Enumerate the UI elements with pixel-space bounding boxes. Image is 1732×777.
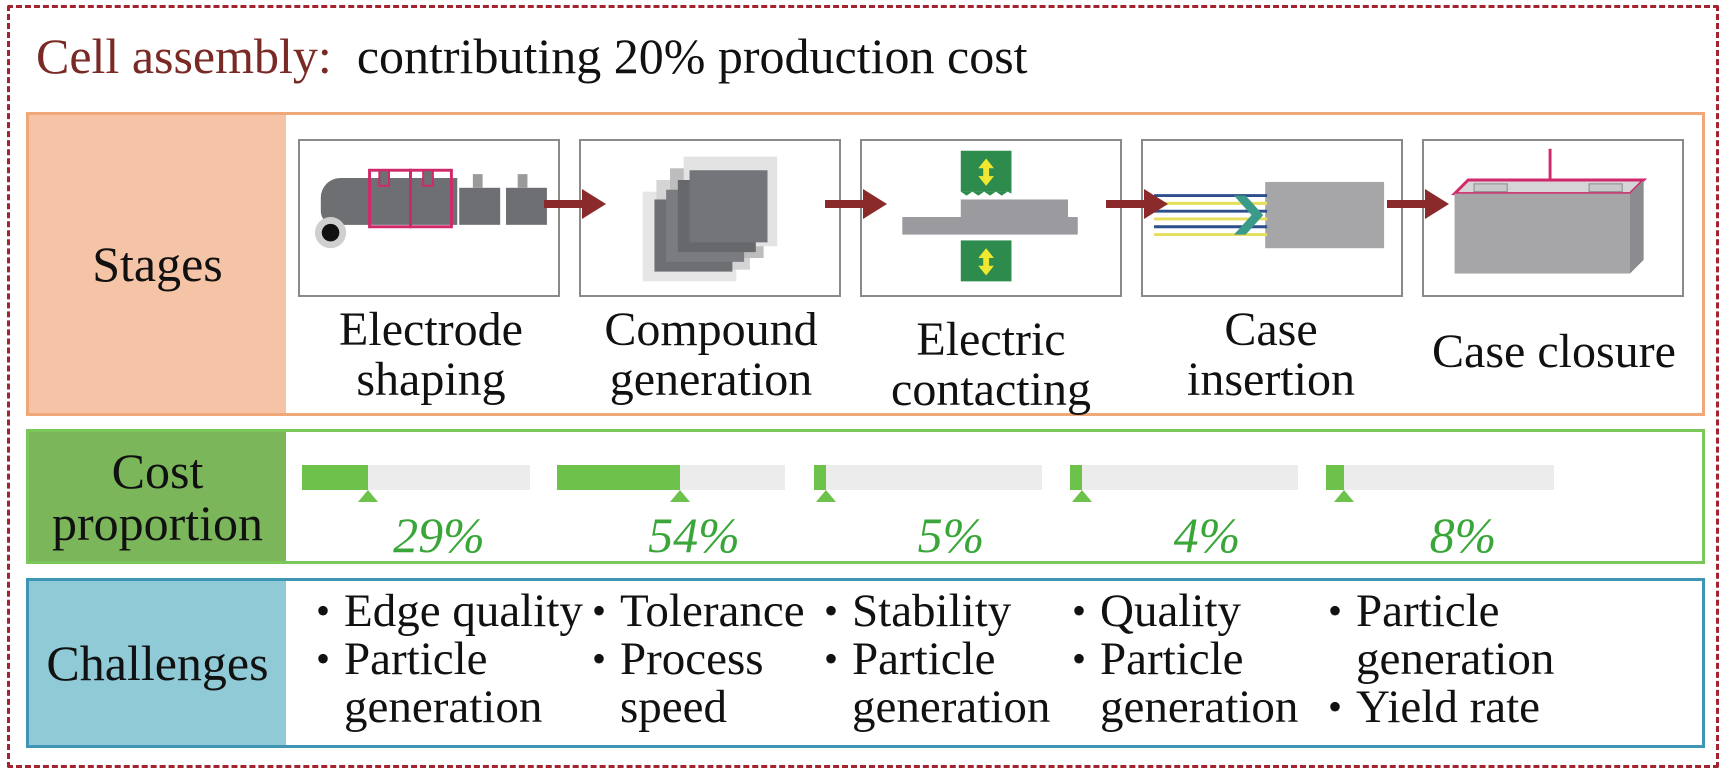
challenge-item: Yield rate xyxy=(1328,683,1554,731)
cost-bar-fill xyxy=(1326,465,1344,490)
challenge-item: Tolerance xyxy=(592,587,805,635)
challenges-panel: Challenges Edge qualityParticle generati… xyxy=(26,578,1705,748)
challenge-item: Particle generation xyxy=(1072,635,1298,731)
challenge-item: Stability xyxy=(824,587,1050,635)
flow-arrow-icon xyxy=(825,189,887,219)
challenge-column: ToleranceProcess speed xyxy=(592,587,805,731)
cost-percent-label: 5% xyxy=(917,507,985,563)
cost-bar-marker xyxy=(358,490,378,502)
challenge-item: Edge quality xyxy=(316,587,583,635)
challenge-item: Particle generation xyxy=(316,635,583,731)
flow-arrow-icon xyxy=(1387,189,1449,219)
electrode-cutter-icon xyxy=(298,139,560,297)
challenge-column: Edge qualityParticle generation xyxy=(316,587,583,731)
cost-bar-track xyxy=(814,465,1042,490)
stage-label-compound-generation: Compound generation xyxy=(604,303,818,406)
stages-label: Stages xyxy=(29,115,286,413)
cost-bar-fill xyxy=(557,465,680,490)
stage-label-case-insertion: Case insertion xyxy=(1187,303,1355,406)
challenges-body: Edge qualityParticle generationTolerance… xyxy=(286,581,1702,745)
cost-bar-track xyxy=(557,465,785,490)
cost-body: 29% 54% 5% 4% 8% xyxy=(286,432,1702,561)
outer-frame xyxy=(7,5,1719,768)
title-lead: Cell assembly: xyxy=(36,28,332,84)
flow-arrow-icon xyxy=(1106,189,1168,219)
stage-label-electric-contacting: Electric contacting xyxy=(891,313,1091,416)
cost-percent-label: 54% xyxy=(648,507,740,563)
cost-bar-track xyxy=(302,465,530,490)
challenge-item: Process speed xyxy=(592,635,805,731)
stage-label-electrode-shaping: Electrode shaping xyxy=(339,303,523,406)
cost-panel: Cost proportion 29% 54% 5% 4% 8% xyxy=(26,429,1705,564)
cost-bar-track xyxy=(1326,465,1554,490)
challenge-item: Quality xyxy=(1072,587,1298,635)
cost-percent-label: 29% xyxy=(393,507,485,563)
challenge-column: StabilityParticle generation xyxy=(824,587,1050,731)
stages-body: Electrode shaping Compound generation El… xyxy=(286,115,1702,416)
cost-percent-label: 8% xyxy=(1429,507,1497,563)
welding-press-icon xyxy=(860,139,1122,297)
tab-insertion-icon xyxy=(1141,139,1403,297)
challenge-column: QualityParticle generation xyxy=(1072,587,1298,731)
cost-bar-track xyxy=(1070,465,1298,490)
cost-bar-fill xyxy=(814,465,826,490)
stacked-sheets-icon xyxy=(579,139,841,297)
cost-label: Cost proportion xyxy=(29,432,286,561)
cost-bar-marker xyxy=(816,490,836,502)
cost-bar-marker xyxy=(670,490,690,502)
title-rest: contributing 20% production cost xyxy=(356,28,1028,84)
cost-percent-label: 4% xyxy=(1173,507,1241,563)
challenge-item: Particle generation xyxy=(1328,587,1554,683)
flow-arrow-icon xyxy=(544,189,606,219)
challenge-item: Particle generation xyxy=(824,635,1050,731)
cost-bar-marker xyxy=(1072,490,1092,502)
stage-label-case-closure: Case closure xyxy=(1432,325,1676,378)
cost-bar-fill xyxy=(1070,465,1082,490)
cost-bar-marker xyxy=(1334,490,1354,502)
stages-panel: Stages xyxy=(26,112,1705,416)
challenge-column: Particle generationYield rate xyxy=(1328,587,1554,731)
case-lid-icon xyxy=(1422,139,1684,297)
page-title: Cell assembly: contributing 20% producti… xyxy=(36,26,1028,86)
challenges-label: Challenges xyxy=(29,581,286,745)
cost-bar-fill xyxy=(302,465,368,490)
